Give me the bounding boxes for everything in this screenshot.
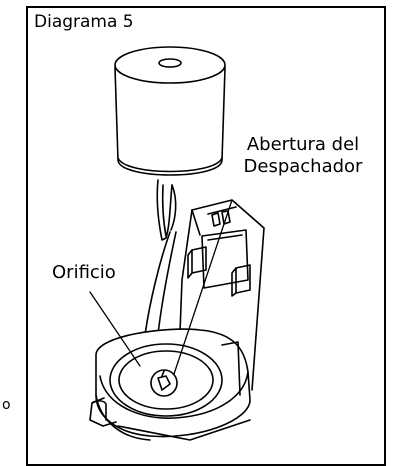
edge-mark: o [2, 397, 11, 413]
dispenser-side-arm [144, 209, 193, 336]
paper-roll-icon [114, 46, 226, 176]
leader-line-hole [89, 291, 141, 367]
dispenser-back-panel [187, 199, 265, 391]
label-dispenser-opening: Abertura del Despachador [224, 134, 382, 178]
paper-sheet-icon [156, 179, 177, 241]
dispenser-illustration [89, 46, 265, 441]
label-opening-line1: Abertura del [246, 134, 360, 155]
label-opening-line2: Despachador [243, 156, 363, 177]
dispenser-base-tray [89, 328, 251, 441]
label-hole: Orificio [52, 262, 116, 283]
diagram-title: Diagrama 5 [34, 12, 134, 32]
leader-line-opening [173, 199, 233, 375]
